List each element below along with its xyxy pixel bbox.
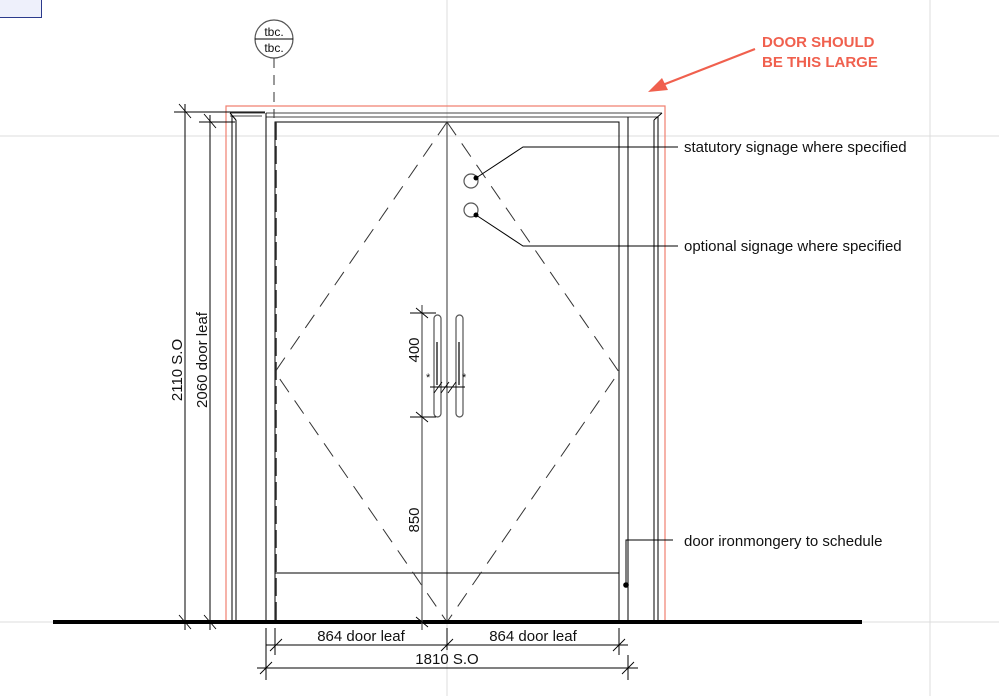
- pull-handles: * *: [426, 314, 467, 418]
- markup-annotation[interactable]: DOOR SHOULD BE THIS LARGE: [648, 34, 878, 92]
- label-statutory-signage[interactable]: statutory signage where specified: [684, 139, 907, 156]
- overall-height-label: 2110 S.O: [169, 339, 186, 401]
- handle-length-label: 400: [406, 337, 423, 362]
- door-tag[interactable]: tbc. tbc.: [254, 19, 294, 118]
- signage-statutory: [463, 146, 678, 189]
- handle-height-label: 850: [406, 507, 423, 532]
- door-frame: [229, 112, 663, 622]
- annotation-line-2: BE THIS LARGE: [762, 54, 878, 71]
- dimension-handle: 400 850: [406, 305, 436, 630]
- leaf-width-right-label: 864 door leaf: [489, 628, 577, 645]
- door-tag-bottom: tbc.: [264, 41, 283, 55]
- handle-marker-right: *: [462, 372, 467, 384]
- dimension-leaf-widths: 864 door leaf 864 door leaf: [265, 628, 628, 655]
- annotation-line-1: DOOR SHOULD: [762, 34, 875, 51]
- dimension-overall-width: 1810 S.O: [257, 651, 638, 680]
- label-door-ironmongery[interactable]: door ironmongery to schedule: [684, 533, 882, 550]
- door-leaves: [274, 121, 620, 623]
- annotation-arrow: [659, 47, 756, 88]
- dimension-leaf-height: 2060 door leaf: [194, 113, 235, 630]
- overall-width-label: 1810 S.O: [415, 651, 478, 668]
- dimension-overall-height: 2110 S.O: [169, 103, 265, 630]
- door-tag-top: tbc.: [264, 25, 283, 39]
- svg-text:statutory signage where specif: statutory signage where specified: [684, 139, 907, 156]
- svg-text:door ironmongery to schedule: door ironmongery to schedule: [684, 533, 882, 550]
- arrowhead-icon: [648, 78, 668, 92]
- ironmongery-leader: [623, 539, 673, 588]
- red-proposed-outline: [225, 105, 666, 622]
- leaf-width-left-label: 864 door leaf: [317, 628, 405, 645]
- handle-marker-left: *: [426, 372, 431, 384]
- toolbar-corner-box[interactable]: [0, 0, 42, 18]
- signage-optional: [463, 202, 678, 247]
- label-optional-signage[interactable]: optional signage where specified: [684, 238, 902, 255]
- svg-text:optional signage where specifi: optional signage where specified: [684, 238, 902, 255]
- leaf-height-label: 2060 door leaf: [194, 311, 211, 408]
